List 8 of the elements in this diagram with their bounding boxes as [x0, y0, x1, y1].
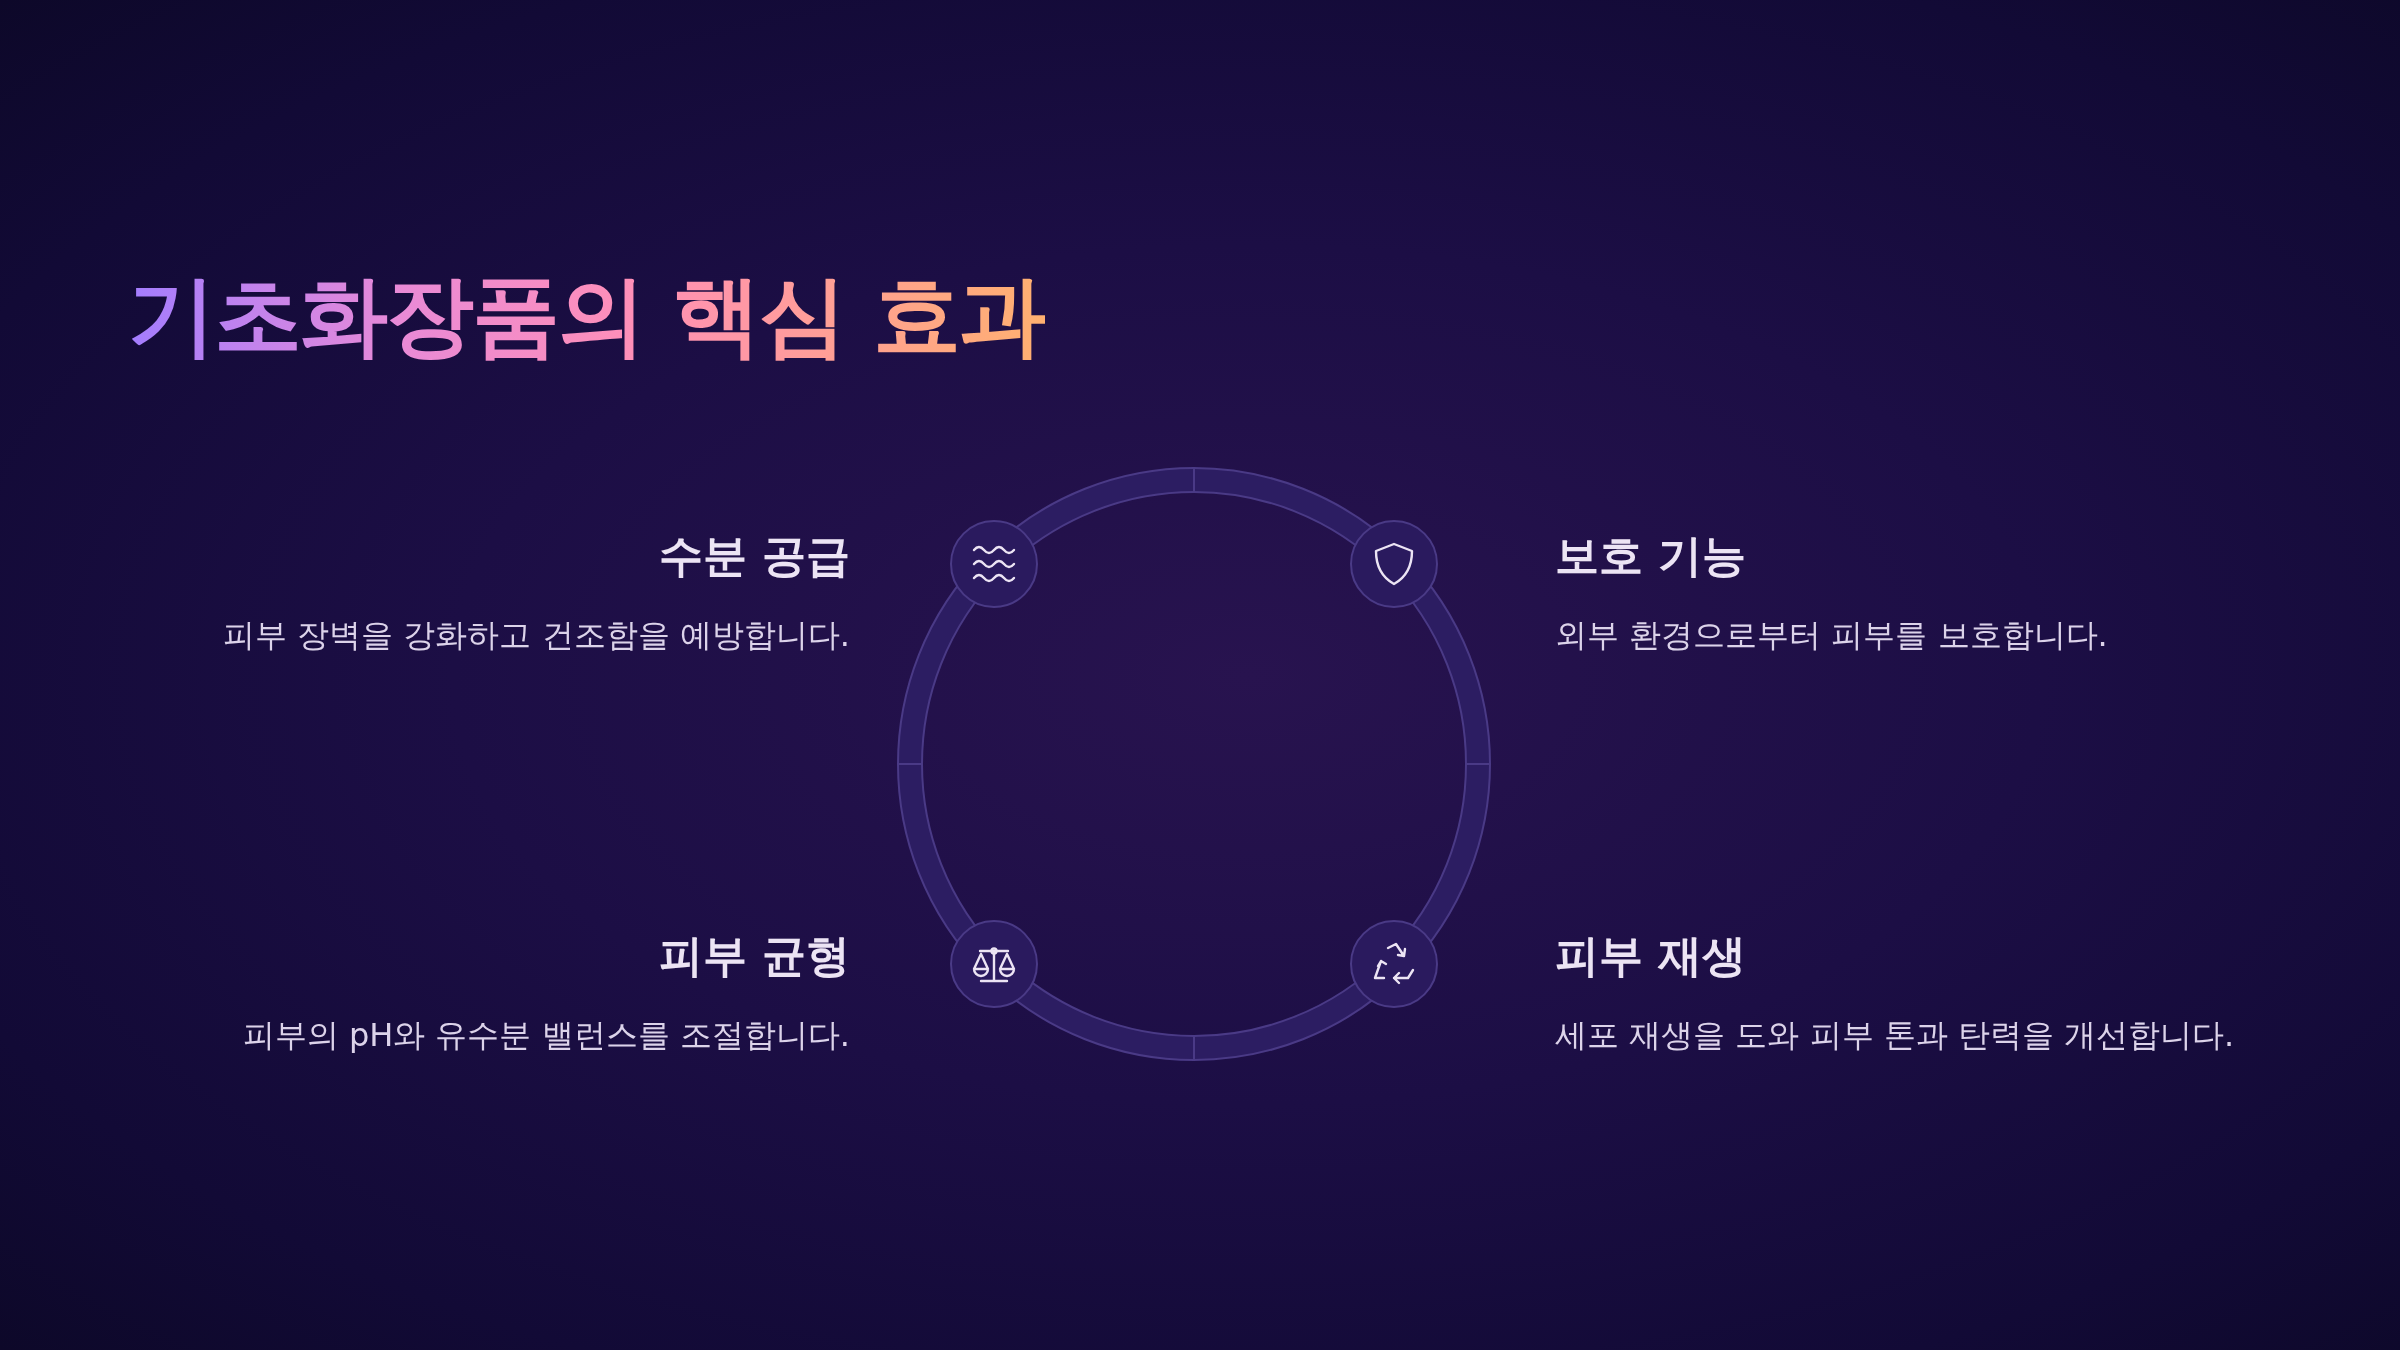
feature-description: 피부의 pH와 유수분 밸런스를 조절합니다. [242, 1014, 850, 1056]
feature-description: 외부 환경으로부터 피부를 보호합니다. [1555, 614, 2108, 656]
feature-heading: 피부 재생 [1555, 930, 1747, 983]
feature-heading: 보호 기능 [1555, 530, 1747, 583]
feature-description: 세포 재생을 도와 피부 톤과 탄력을 개선합니다. [1555, 1014, 2235, 1056]
feature-description: 피부 장벽을 강화하고 건조함을 예방합니다. [223, 614, 850, 656]
feature-heading: 수분 공급 [658, 530, 850, 583]
feature-heading: 피부 균형 [658, 930, 850, 983]
